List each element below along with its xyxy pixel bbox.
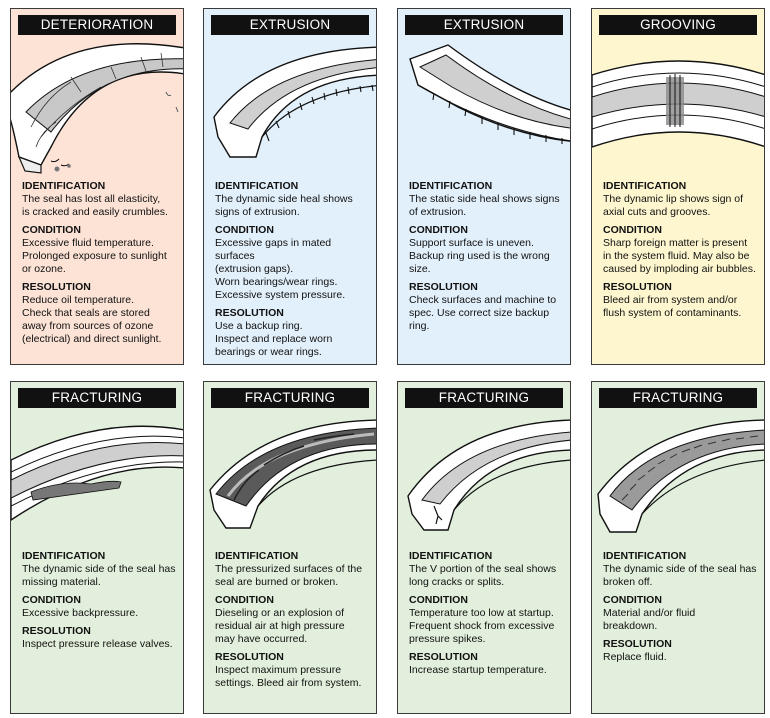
identification-text: The seal has lost all elasticity, is cra…	[22, 193, 168, 218]
identification-text: The dynamic side of the seal has broken …	[603, 563, 757, 588]
card-title: DETERIORATION	[18, 15, 176, 35]
card-text: IDENTIFICATION The dynamic lip shows sig…	[603, 180, 758, 320]
identification-heading: IDENTIFICATION	[215, 550, 299, 562]
resolution-heading: RESOLUTION	[409, 651, 478, 663]
identification-heading: IDENTIFICATION	[409, 550, 493, 562]
resolution-text: Bleed air from system and/or flush syste…	[603, 294, 742, 319]
card-text: IDENTIFICATION The pressurized surfaces …	[215, 550, 370, 690]
card-extrusion-dynamic: EXTRUSION IDENTIFICATION The dynamic sid…	[203, 8, 377, 365]
resolution-heading: RESOLUTION	[215, 307, 284, 319]
condition-text: Excessive backpressure.	[22, 607, 139, 619]
condition-text: Support surface is uneven. Backup ring u…	[409, 237, 550, 275]
seal-extrusion-static-drawing	[409, 44, 570, 144]
card-fracturing-broken-off: FRACTURING IDENTIFICATION The dynamic si…	[591, 381, 765, 714]
card-fracturing-burned: FRACTURING IDENTIFICATION The pressurize…	[203, 381, 377, 714]
resolution-heading: RESOLUTION	[215, 651, 284, 663]
condition-heading: CONDITION	[409, 224, 468, 236]
seal-extrusion-dynamic-illustration	[204, 37, 376, 179]
condition-heading: CONDITION	[22, 594, 81, 606]
condition-text: Dieseling or an explosion of residual ai…	[215, 607, 345, 645]
seal-fracturing-cracks-drawing	[407, 419, 570, 531]
seal-extrusion-dynamic-drawing	[213, 46, 376, 158]
condition-heading: CONDITION	[603, 594, 662, 606]
resolution-text: Use a backup ring. Inspect and replace w…	[215, 320, 333, 358]
seal-fracturing-broken-illustration	[592, 410, 764, 550]
condition-text: Excessive fluid temperature. Prolonged e…	[22, 237, 167, 275]
card-text: IDENTIFICATION The V portion of the seal…	[409, 550, 564, 677]
identification-text: The pressurized surfaces of the seal are…	[215, 563, 363, 588]
seal-fracturing-missing-drawing	[11, 425, 183, 521]
card-title: FRACTURING	[405, 388, 563, 408]
seal-fracturing-burned-illustration	[204, 410, 376, 550]
resolution-text: Replace fluid.	[603, 651, 667, 663]
card-text: IDENTIFICATION The seal has lost all ela…	[22, 180, 177, 346]
card-grooving: GROOVING IDENTIFICATION The dynamic lip …	[591, 8, 765, 365]
seal-grooving-drawing	[592, 60, 764, 148]
card-extrusion-static: EXTRUSION IDENTIFICATION The static side…	[397, 8, 571, 365]
condition-heading: CONDITION	[215, 594, 274, 606]
card-text: IDENTIFICATION The static side heal show…	[409, 180, 564, 333]
resolution-text: Inspect pressure release valves.	[22, 638, 173, 650]
card-title: FRACTURING	[211, 388, 369, 408]
card-title: EXTRUSION	[405, 15, 563, 35]
resolution-heading: RESOLUTION	[603, 638, 672, 650]
identification-text: The dynamic side of the seal has missing…	[22, 563, 176, 588]
seal-deterioration-illustration	[11, 37, 183, 179]
card-fracturing-missing-material: FRACTURING IDENTIFICATION The dynamic si…	[10, 381, 184, 714]
seal-grooving-illustration	[592, 37, 764, 179]
seal-fracturing-burned-drawing	[209, 419, 376, 529]
identification-text: The static side heal shows signs of extr…	[409, 193, 560, 218]
resolution-heading: RESOLUTION	[603, 281, 672, 293]
identification-heading: IDENTIFICATION	[603, 550, 687, 562]
resolution-text: Reduce oil temperature. Check that seals…	[22, 294, 162, 345]
condition-heading: CONDITION	[215, 224, 274, 236]
identification-heading: IDENTIFICATION	[409, 180, 493, 192]
resolution-text: Inspect maximum pressure settings. Bleed…	[215, 664, 362, 689]
identification-heading: IDENTIFICATION	[22, 180, 106, 192]
resolution-heading: RESOLUTION	[409, 281, 478, 293]
identification-text: The V portion of the seal shows long cra…	[409, 563, 557, 588]
identification-text: The dynamic lip shows sign of axial cuts…	[603, 193, 744, 218]
card-text: IDENTIFICATION The dynamic side of the s…	[603, 550, 758, 664]
condition-text: Material and/or fluid breakdown.	[603, 607, 696, 632]
card-title: FRACTURING	[18, 388, 176, 408]
identification-text: The dynamic side heal shows signs of ext…	[215, 193, 353, 218]
seal-fracturing-missing-illustration	[11, 410, 183, 550]
resolution-text: Increase startup temperature.	[409, 664, 547, 676]
condition-heading: CONDITION	[409, 594, 468, 606]
condition-text: Sharp foreign matter is present in the s…	[603, 237, 756, 275]
condition-heading: CONDITION	[603, 224, 662, 236]
seal-fracturing-broken-drawing	[597, 419, 764, 533]
card-title: GROOVING	[599, 15, 757, 35]
condition-heading: CONDITION	[22, 224, 81, 236]
condition-text: Excessive gaps in mated surfaces (extrus…	[215, 237, 346, 301]
card-text: IDENTIFICATION The dynamic side of the s…	[22, 550, 177, 651]
card-fracturing-cracks: FRACTURING IDENTIFICATION The V portion …	[397, 381, 571, 714]
resolution-text: Check surfaces and machine to spec. Use …	[409, 294, 557, 332]
card-deterioration: DETERIORATION IDENTIFICATION The seal ha…	[10, 8, 184, 365]
condition-text: Temperature too low at startup. Frequent…	[409, 607, 555, 645]
resolution-heading: RESOLUTION	[22, 625, 91, 637]
identification-heading: IDENTIFICATION	[22, 550, 106, 562]
seal-extrusion-static-illustration	[398, 37, 570, 179]
card-title: EXTRUSION	[211, 15, 369, 35]
card-title: FRACTURING	[599, 388, 757, 408]
identification-heading: IDENTIFICATION	[603, 180, 687, 192]
card-text: IDENTIFICATION The dynamic side heal sho…	[215, 180, 370, 359]
resolution-heading: RESOLUTION	[22, 281, 91, 293]
seal-deterioration-drawing	[11, 43, 183, 174]
identification-heading: IDENTIFICATION	[215, 180, 299, 192]
seal-fracturing-cracks-illustration	[398, 410, 570, 550]
